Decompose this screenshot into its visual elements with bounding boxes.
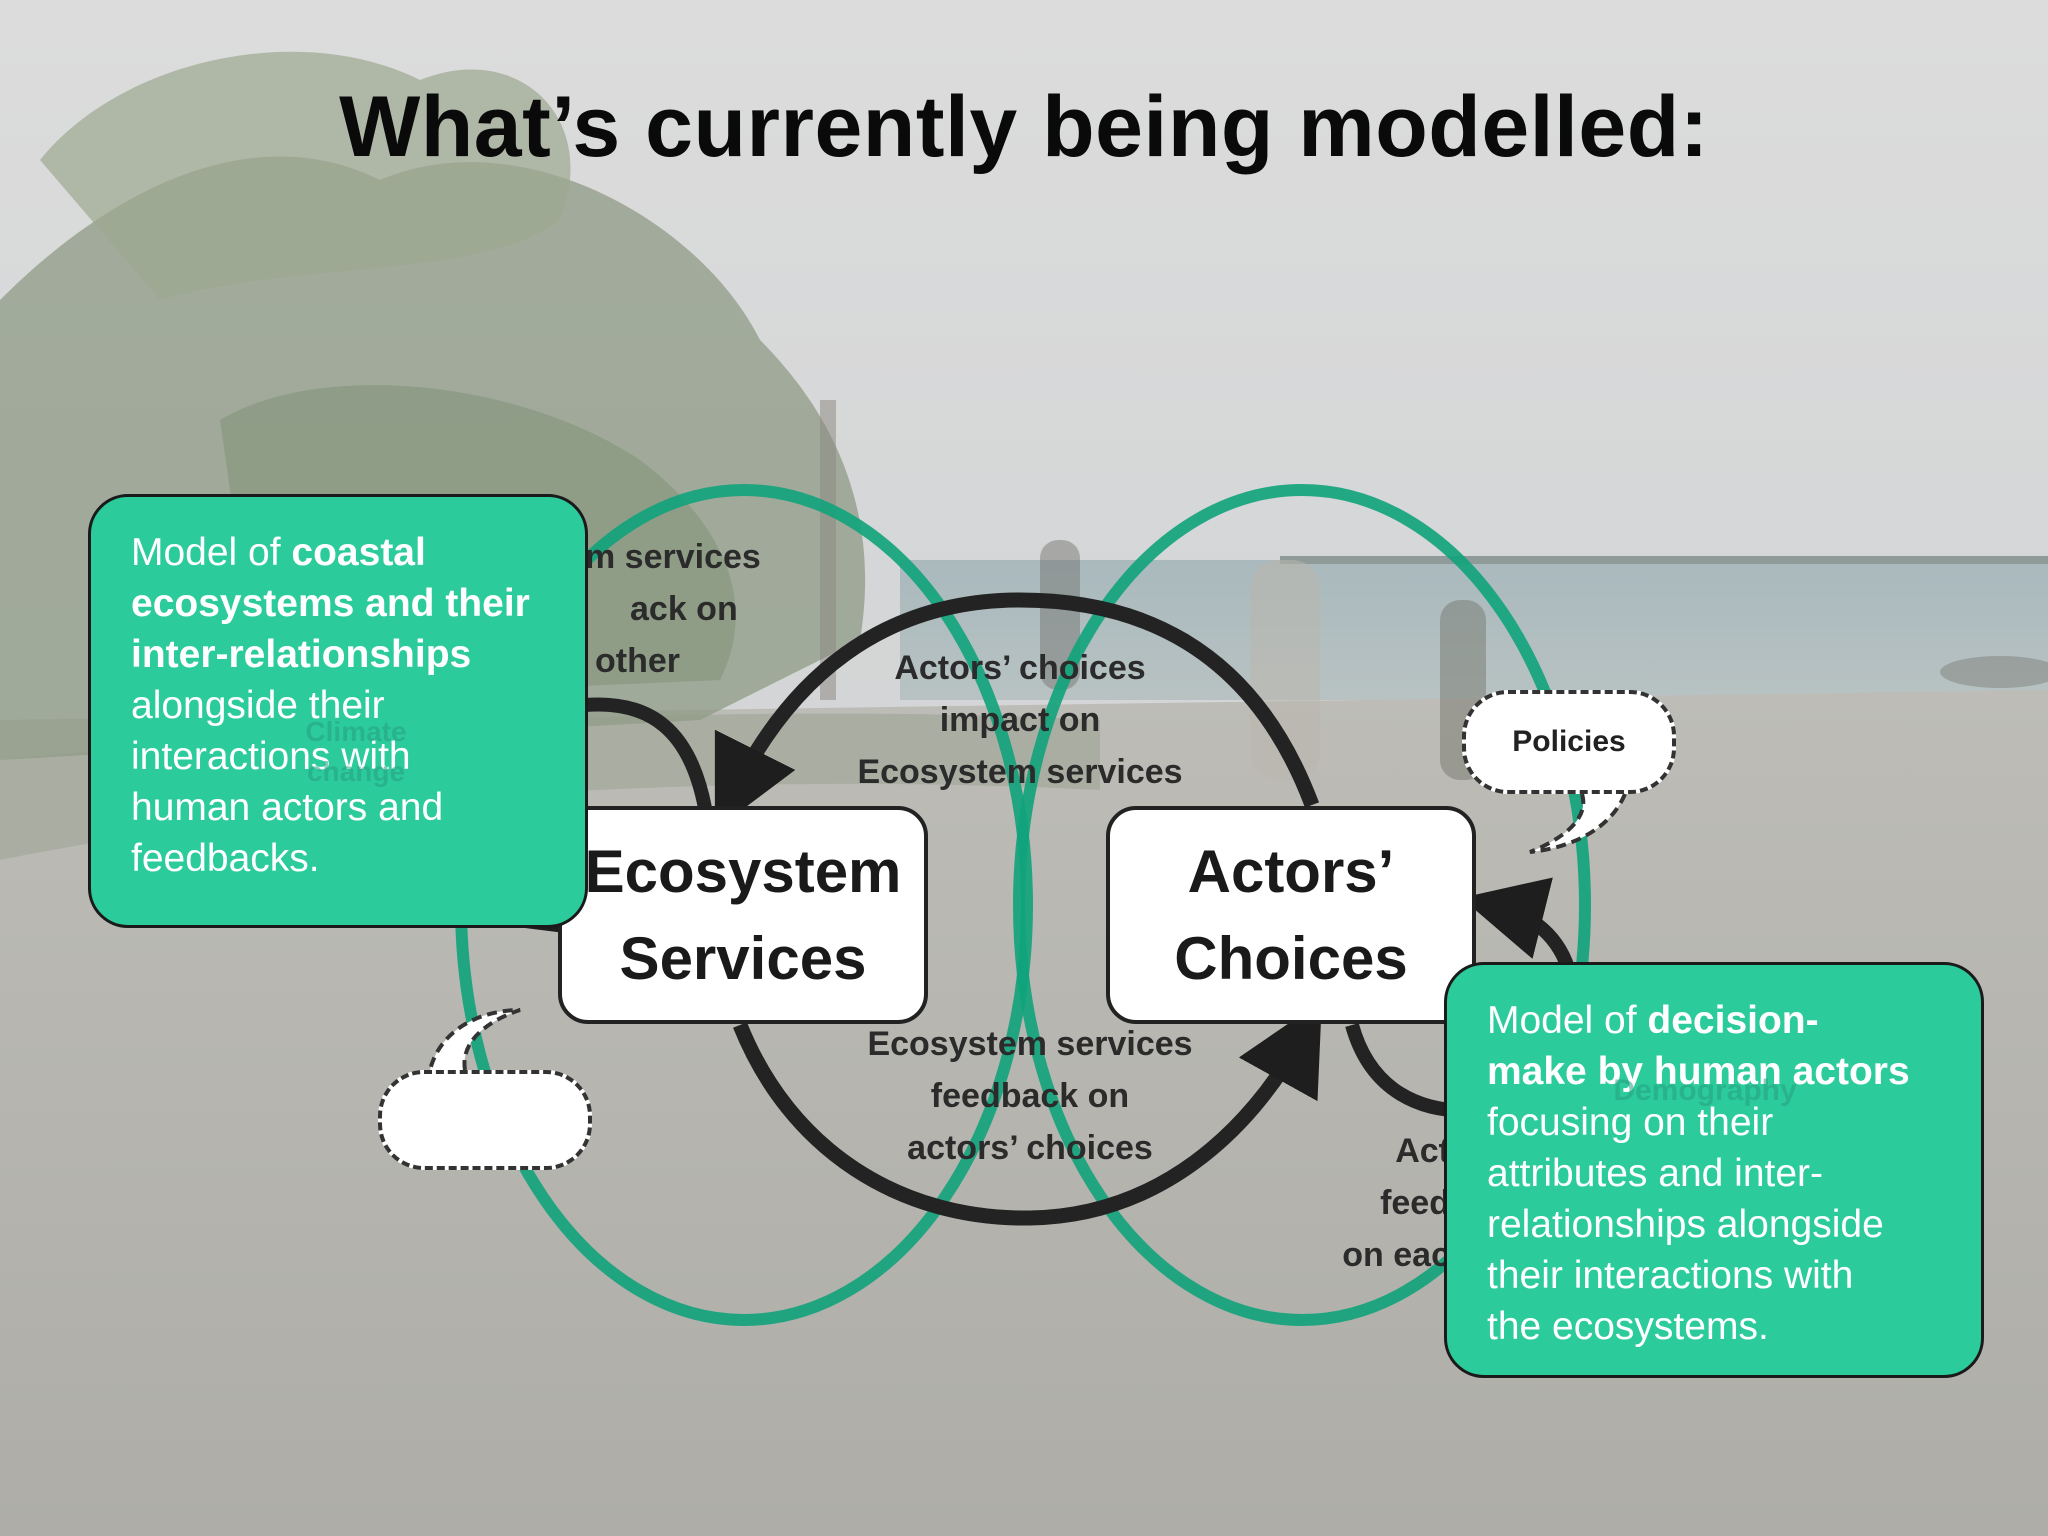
label-actors-impact-ecosystem: Actors’ choices impact on Ecosystem serv… bbox=[857, 649, 1183, 791]
climate-change-label: Climate change bbox=[305, 716, 407, 787]
coastal-ecosystem-model-callout: Model of coastal ecosystems and their in… bbox=[88, 494, 588, 928]
label-actors-self-feedback: Act feed on eac bbox=[1342, 1132, 1450, 1274]
decision-making-model-callout: Model of decision- make by human actors … bbox=[1444, 962, 1984, 1378]
label-ecosystem-feedback-actors: Ecosystem services feedback on actors’ c… bbox=[867, 1025, 1193, 1167]
label-ecosystem-self-feedback: m services ack on other bbox=[585, 538, 761, 680]
empty-bubble bbox=[378, 1070, 592, 1170]
ecosystem-services-node: Ecosystem Services bbox=[558, 806, 928, 1024]
policies-bubble: Policies bbox=[1462, 690, 1676, 794]
policies-label: Policies bbox=[1512, 725, 1626, 758]
demography-label: Demography bbox=[1613, 1074, 1797, 1107]
slide-title: What’s currently being modelled: bbox=[339, 79, 1709, 175]
actors-choices-node: Actors’ Choices bbox=[1106, 806, 1476, 1024]
